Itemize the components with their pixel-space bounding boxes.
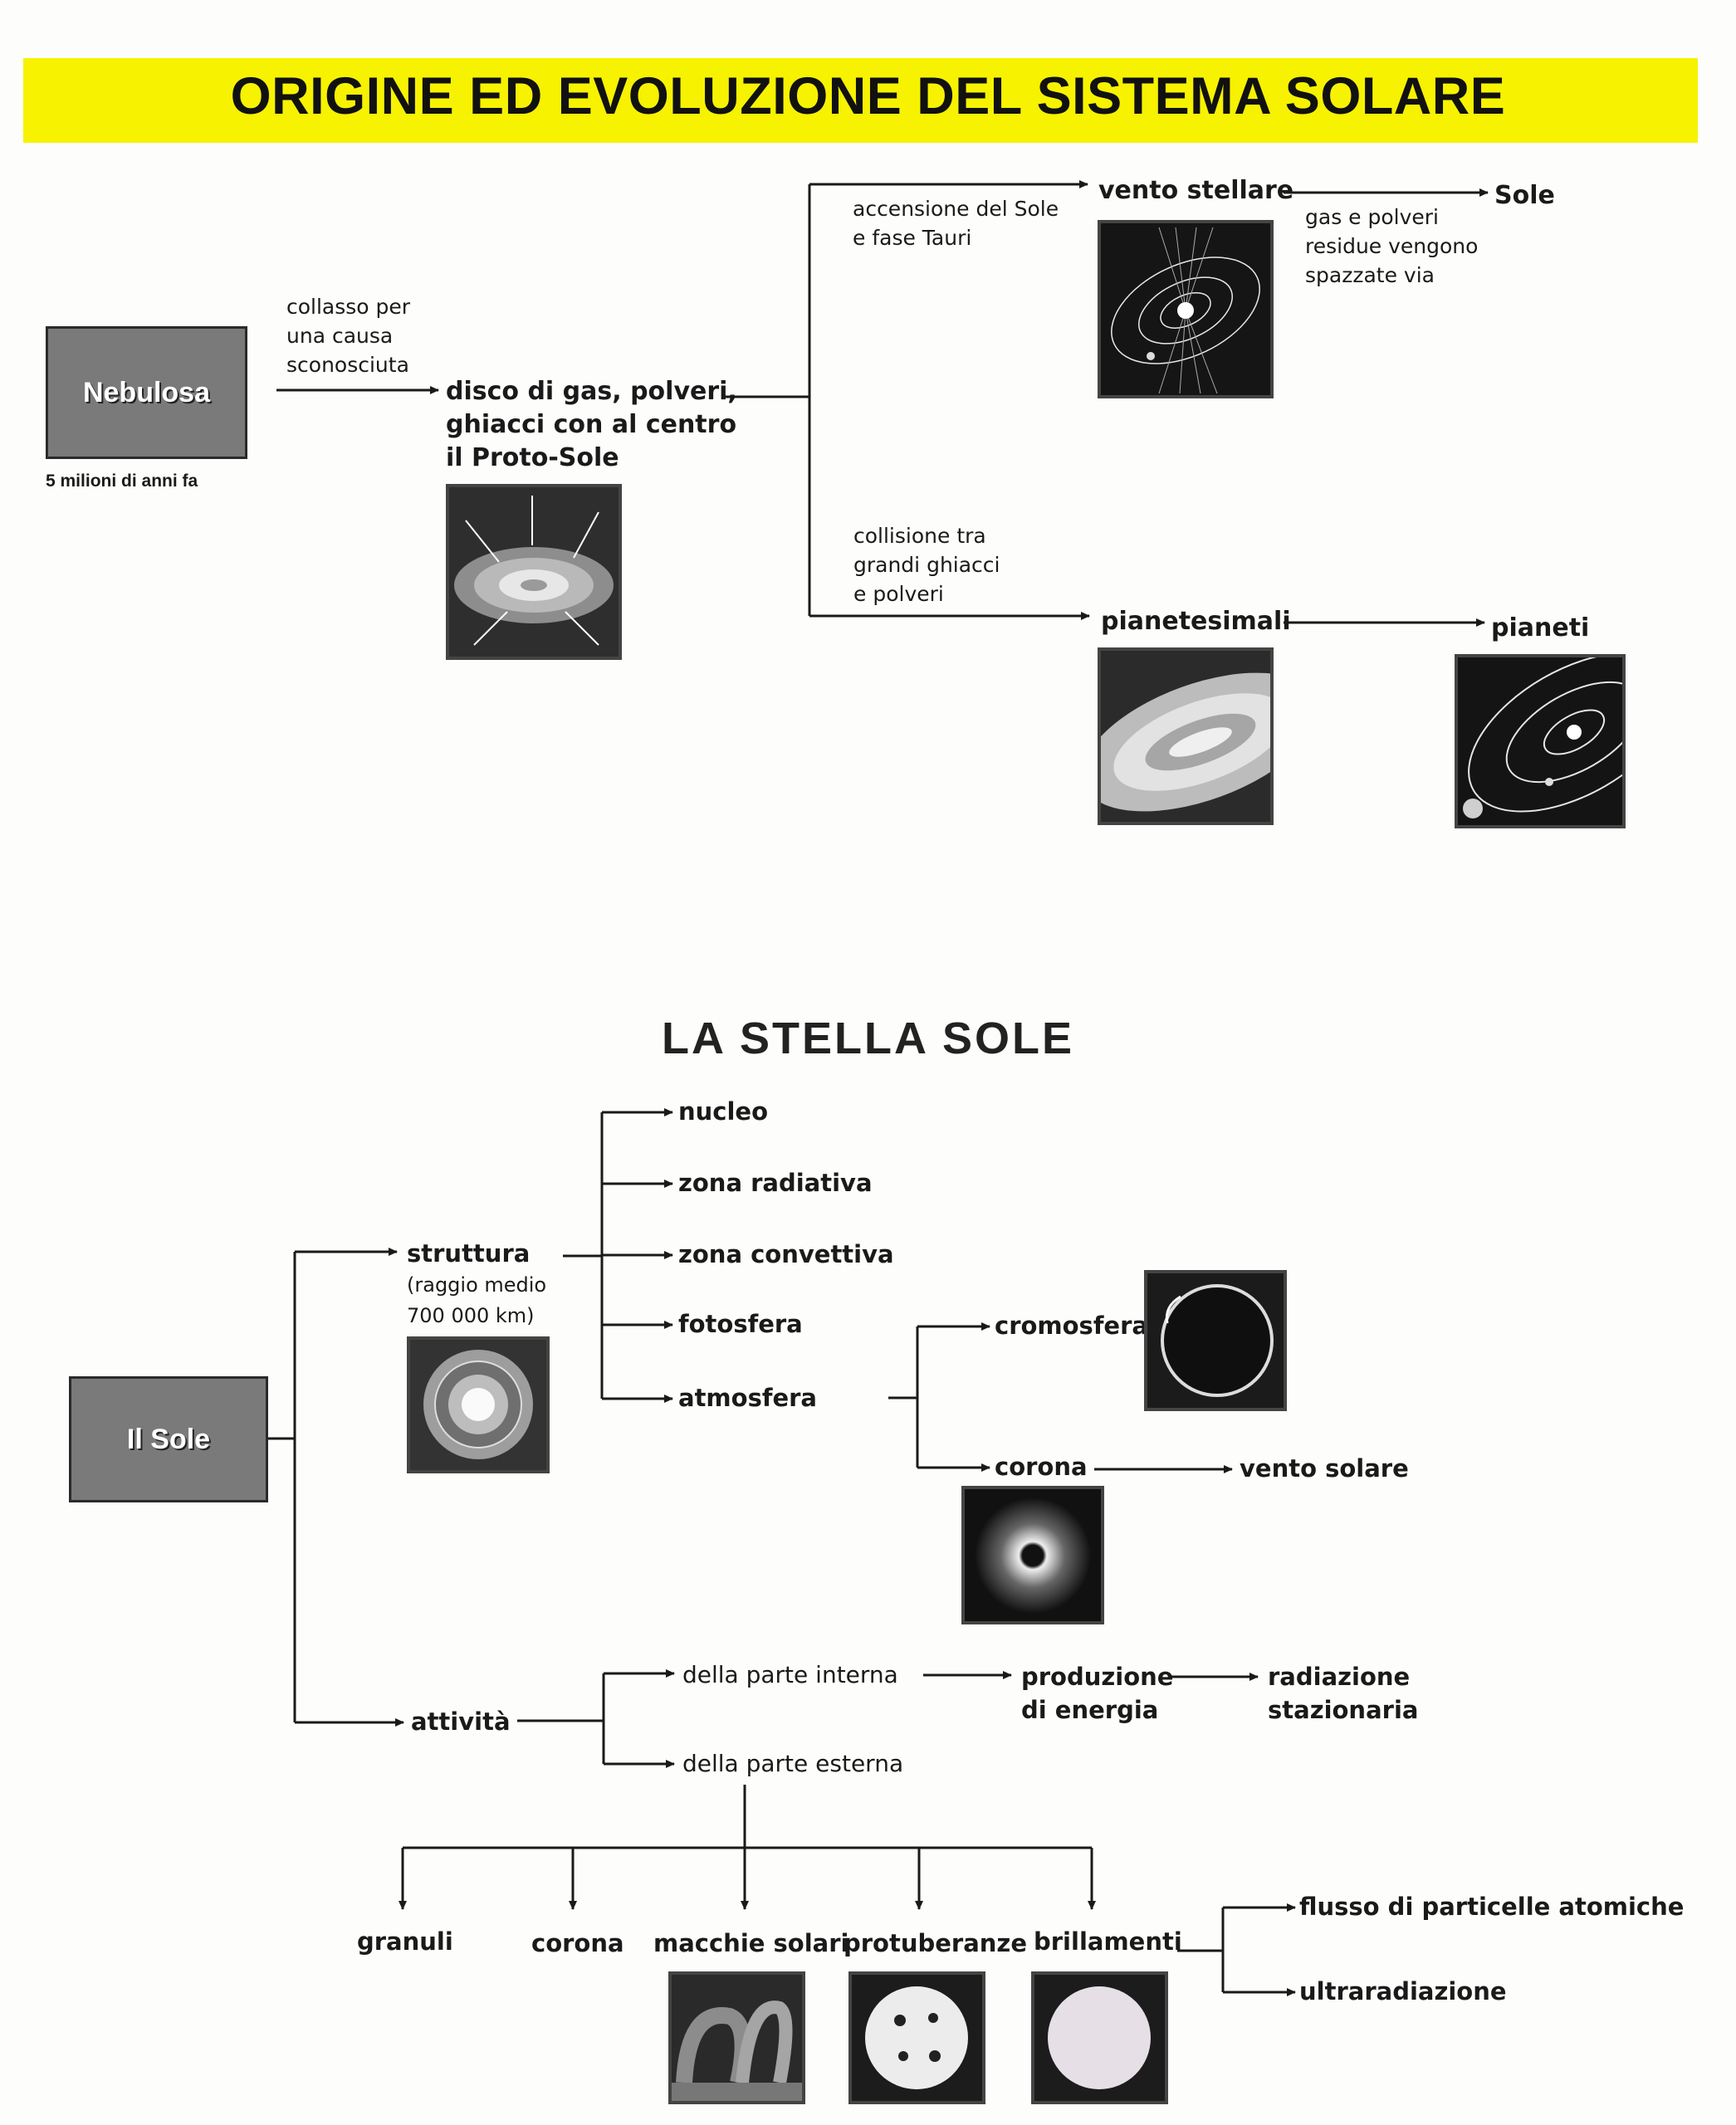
layer-fotosfera: fotosfera [678,1310,803,1338]
disk-label-line: disco di gas, polveri, [446,377,737,406]
swept-note: gas e polveri residue vengono spazzate v… [1305,203,1478,290]
stellar-wind-label: vento stellare [1098,176,1294,205]
swept-note-line: gas e polveri [1305,205,1439,229]
corona-label: corona [995,1453,1088,1481]
swept-note-line: spazzate via [1305,263,1435,287]
planets-image [1455,654,1626,828]
layer-zona-radiativa: zona radiativa [678,1169,873,1197]
layer-atmosfera: atmosfera [678,1384,817,1412]
disk-label-line: ghiacci con al centro [446,410,737,439]
prominences-image [668,1971,805,2104]
structure-note-line: 700 000 km) [407,1304,535,1327]
sunspots-image [848,1971,985,2104]
ignition-note: accensione del Sole e fase Tauri [853,194,1059,252]
phenomenon-corona: corona [531,1929,624,1957]
flares-image [1031,1971,1168,2104]
collapse-note-line: una causa [286,324,394,348]
structure-image [407,1336,550,1473]
page-title: ORIGINE ED EVOLUZIONE DEL SISTEMA SOLARE [230,67,1506,125]
activity-label: attività [411,1707,511,1736]
solar-wind-label: vento solare [1240,1454,1409,1483]
structure-note-line: (raggio medio [407,1273,547,1297]
collision-note-line: collisione tra [853,524,986,548]
nebula-label: Nebulosa [82,376,211,408]
nebula-caption: 5 milioni di anni fa [46,471,198,491]
external-label: della parte esterna [682,1750,904,1777]
phenomenon-macchie-solari: macchie solari [653,1929,849,1957]
ignition-note-line: accensione del Sole [853,197,1059,221]
planetesimals-label: pianetesimali [1101,607,1291,636]
chromosphere-label: cromosfera [995,1312,1148,1340]
radiation-label: radiazione stazionaria [1268,1660,1418,1727]
flare-effect-particles: flusso di particelle atomiche [1299,1893,1685,1921]
flare-effect-ultraradiation: ultraradiazione [1299,1977,1507,2005]
section-title: LA STELLA SOLE [662,1014,1074,1063]
disk-label: disco di gas, polveri, ghiacci con al ce… [446,375,737,475]
energy-label-line: di energia [1021,1696,1159,1724]
collision-note-line: e polveri [853,582,944,606]
phenomenon-brillamenti: brillamenti [1034,1927,1182,1956]
phenomenon-protuberanze: protuberanze [844,1929,1027,1957]
sun-label: Sole [1494,181,1555,210]
layer-zona-convettiva: zona convettiva [678,1240,894,1268]
collision-note-line: grandi ghiacci [853,553,1000,577]
ignition-note-line: e fase Tauri [853,226,972,250]
radiation-label-line: stazionaria [1268,1696,1419,1724]
radiation-label-line: radiazione [1268,1663,1411,1691]
disk-image [446,484,622,660]
collapse-note-line: collasso per [286,295,411,319]
chromosphere-image [1144,1270,1287,1411]
sun-root-label: Il Sole [126,1423,211,1455]
energy-label: produzione di energia [1021,1660,1173,1727]
layer-nucleo: nucleo [678,1097,769,1126]
nebula-box: Nebulosa [46,326,247,459]
collapse-note-line: sconosciuta [286,353,409,377]
collision-note: collisione tra grandi ghiacci e polveri [853,521,1000,608]
disk-label-line: il Proto-Sole [446,443,619,472]
collapse-note: collasso per una causa sconosciuta [286,292,410,379]
energy-label-line: produzione [1021,1663,1174,1691]
sun-root-box: Il Sole [69,1376,268,1502]
internal-label: della parte interna [682,1661,898,1688]
planetesimals-image [1098,647,1274,825]
structure-note: (raggio medio 700 000 km) [407,1270,546,1331]
corona-image [961,1486,1104,1624]
structure-label: struttura [407,1239,531,1268]
stellar-wind-image [1098,220,1274,398]
title-banner [23,58,1698,143]
swept-note-line: residue vengono [1305,234,1479,258]
phenomenon-granuli: granuli [357,1927,453,1956]
planets-label: pianeti [1491,613,1590,642]
